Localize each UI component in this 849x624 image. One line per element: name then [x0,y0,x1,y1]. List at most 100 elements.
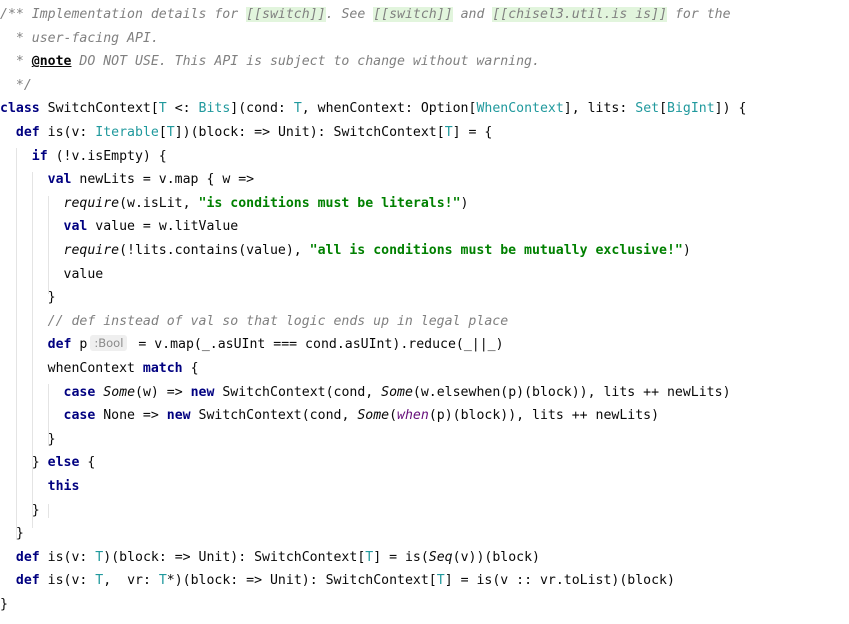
code-line[interactable]: case Some(w) => new SwitchContext(cond, … [0,381,731,405]
code-token: when [397,408,429,424]
code-token: } [0,290,56,306]
code-token: ]) { [714,101,747,117]
indent-guide [16,148,17,540]
code-token: <: [166,101,199,117]
code-line[interactable]: } [0,593,8,617]
code-token: and [452,7,493,22]
code-token: [[chisel3.util.is is]] [492,7,667,22]
code-token: // def instead of val so that logic ends… [47,313,509,329]
code-token: @note [31,54,72,70]
code-token: (p)(block)), lits ++ newLits) [428,408,660,424]
code-token: DO NOT USE. This API is subject to chang… [71,54,540,70]
code-token: def [47,337,72,353]
code-token: T [365,549,374,565]
code-token: T [158,101,167,117]
code-line[interactable]: require(!lits.contains(value), "all is c… [0,239,691,263]
code-token: switch [262,7,310,22]
code-token: } [0,431,56,447]
code-token [0,149,32,164]
code-line[interactable]: val newLits = v.map { w => [0,168,254,192]
code-token: T [158,573,167,589]
code-line[interactable]: } [0,286,56,310]
code-token: *)(block: => Unit): SwitchContext[ [166,573,437,589]
code-line[interactable]: this [0,475,80,499]
code-token: ] = { [452,125,493,140]
code-token: . See [325,7,374,22]
code-token: } [0,526,24,542]
code-line[interactable]: def is(v: Iterable[T])(block: => Unit): … [0,121,492,145]
code-line[interactable]: val value = w.litValue [0,215,239,239]
code-token: is(v: [39,125,96,140]
code-token: Some [103,384,136,400]
code-line[interactable]: require(w.isLit, "is conditions must be … [0,192,469,216]
type-hint: :Bool [90,335,128,352]
code-line[interactable]: class SwitchContext[T <: Bits](cond: T, … [0,97,746,121]
code-line[interactable]: * user-facing API. [0,27,159,51]
code-token: ) [460,195,469,211]
code-token: Iterable [95,125,159,140]
code-token: (v))(block) [452,549,540,565]
code-token: */ [0,77,32,93]
code-line[interactable]: /** Implementation details for [[switch]… [0,3,731,27]
code-token: T [444,125,453,140]
code-token: /** Implementation details for [0,7,247,22]
code-token [0,172,48,187]
code-token: ] = is(v :: vr.toList)(block) [444,573,675,589]
code-line[interactable]: } [0,499,40,523]
code-token: value [0,266,104,282]
code-token: ](cond: [230,101,294,117]
code-token: ])(block: => Unit): SwitchContext[ [174,125,445,140]
code-token: Some [357,408,390,424]
code-token: (w.elsewhen(p)(block)), lits ++ newLits) [412,384,731,400]
code-token: { [79,455,96,471]
code-line[interactable]: } [0,428,56,452]
code-line[interactable]: } [0,522,24,546]
code-token: [ [659,101,668,117]
code-line[interactable]: * @note DO NOT USE. This API is subject … [0,50,540,74]
code-line[interactable]: } else { [0,451,96,475]
code-token: new [190,384,215,400]
code-token: "is conditions must be literals!" [198,195,461,211]
code-token: require [63,243,120,258]
code-token: p [71,337,88,353]
code-line[interactable]: value [0,263,104,287]
code-token: T [95,549,104,565]
code-token: [[ [246,7,263,22]
code-token: SwitchContext(cond, [214,384,382,400]
indent-guide [32,172,33,528]
code-token: ] = is( [373,549,429,565]
code-line[interactable]: def p:Bool = v.map(_.asUInt === cond.asU… [0,333,504,357]
code-token: ]] [309,7,326,22]
code-token: "all is conditions must be mutually excl… [309,243,683,258]
code-line[interactable]: def is(v: T)(block: => Unit): SwitchCont… [0,546,540,570]
code-token: new [166,408,191,424]
code-line[interactable]: case None => new SwitchContext(cond, Som… [0,404,660,428]
code-token: whenContext [0,361,143,376]
code-token: for the [667,7,731,22]
code-token [0,385,64,400]
code-token: require [63,195,120,211]
code-token: value = w.litValue [87,219,239,235]
code-token: this [47,479,80,494]
code-token: T [166,125,175,140]
code-token: else [47,455,80,471]
code-token: [ [158,125,167,140]
code-token: WhenContext [476,101,564,117]
code-token: Bits [198,101,231,117]
code-line[interactable]: if (!v.isEmpty) { [0,145,167,169]
code-token [0,550,16,565]
code-line[interactable]: */ [0,74,32,98]
code-token [0,219,64,234]
code-line[interactable]: whenContext match { [0,357,199,381]
code-line[interactable]: def is(v: T, vr: T*)(block: => Unit): Sw… [0,569,675,593]
code-token: T [293,101,302,117]
code-token: (w) => [135,384,191,400]
code-token: def [15,549,40,565]
code-token: Seq [428,549,453,565]
code-token [0,243,64,258]
code-token: match [142,361,183,376]
code-line[interactable]: // def instead of val so that logic ends… [0,310,509,334]
code-token: case [63,408,96,424]
code-token [0,479,48,494]
